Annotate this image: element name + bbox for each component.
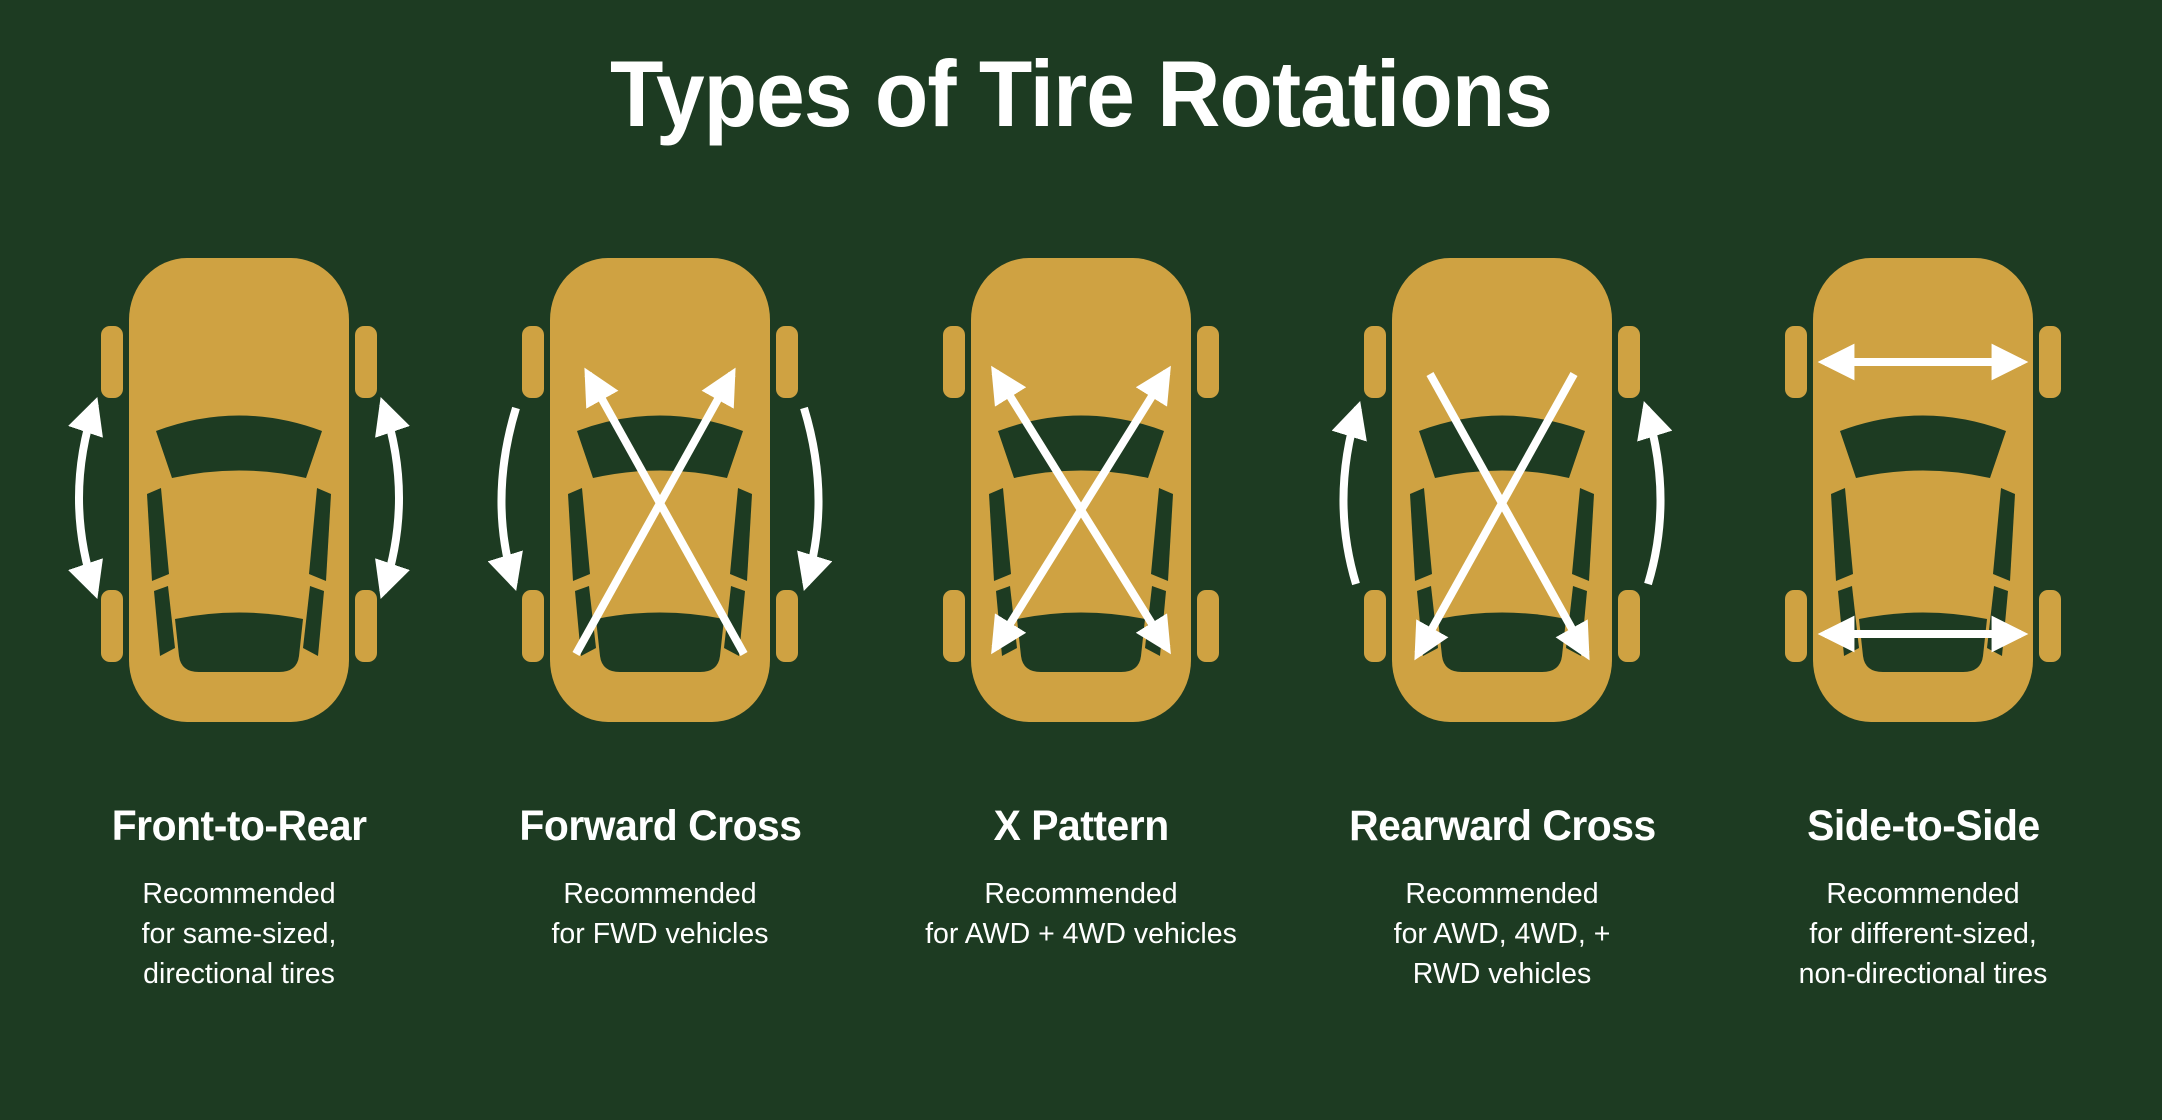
- rotation-card-forward-cross: Forward Cross Recommended for FWD vehicl…: [450, 250, 870, 955]
- car-icon: [943, 258, 1219, 722]
- car-icon: [1785, 258, 2061, 722]
- car-top-view-front-to-rear-diagram: [68, 258, 410, 722]
- card-heading: Forward Cross: [518, 802, 802, 850]
- rotation-card-rearward-cross: Rearward Cross Recommended for AWD, 4WD,…: [1292, 250, 1712, 995]
- infographic: Types of Tire Rotations: [0, 40, 2162, 995]
- page-title: Types of Tire Rotations: [609, 41, 1553, 146]
- rotation-card-front-to-rear: Front-to-Rear Recommended for same-sized…: [29, 250, 449, 995]
- car-top-view-rearward-cross-diagram: [1331, 258, 1673, 722]
- car-top-view-x-pattern-diagram: [943, 258, 1219, 722]
- car-top-view-side-to-side-diagram: [1785, 258, 2061, 722]
- car-icon: [1364, 258, 1640, 722]
- card-heading: Front-to-Rear: [111, 802, 367, 850]
- card-heading: Side-to-Side: [1806, 802, 2040, 850]
- card-description: Recommended for AWD, 4WD, + RWD vehicles: [1393, 878, 1611, 990]
- rotation-card-side-to-side: Side-to-Side Recommended for different-s…: [1713, 250, 2133, 995]
- side-to-side-arrows-icon: [1817, 343, 2029, 653]
- car-icon: [522, 258, 798, 722]
- car-icon: [101, 258, 377, 722]
- rotation-card-x-pattern: X Pattern Recommended for AWD + 4WD vehi…: [871, 250, 1291, 955]
- card-heading: X Pattern: [993, 802, 1169, 850]
- rotation-cards-row: Front-to-Rear Recommended for same-sized…: [0, 250, 2162, 995]
- card-description: Recommended for AWD + 4WD vehicles: [925, 878, 1237, 950]
- front-to-rear-arrows-icon: [68, 397, 410, 599]
- card-description: Recommended for FWD vehicles: [551, 878, 769, 950]
- card-heading: Rearward Cross: [1348, 802, 1656, 850]
- forward-cross-arrows-icon: [487, 367, 833, 656]
- x-pattern-arrows-icon: [991, 365, 1171, 655]
- rearward-cross-arrows-icon: [1331, 372, 1673, 661]
- card-description: Recommended for same-sized, directional …: [141, 878, 337, 990]
- car-top-view-forward-cross-diagram: [487, 258, 833, 722]
- card-description: Recommended for different-sized, non-dir…: [1798, 878, 2048, 990]
